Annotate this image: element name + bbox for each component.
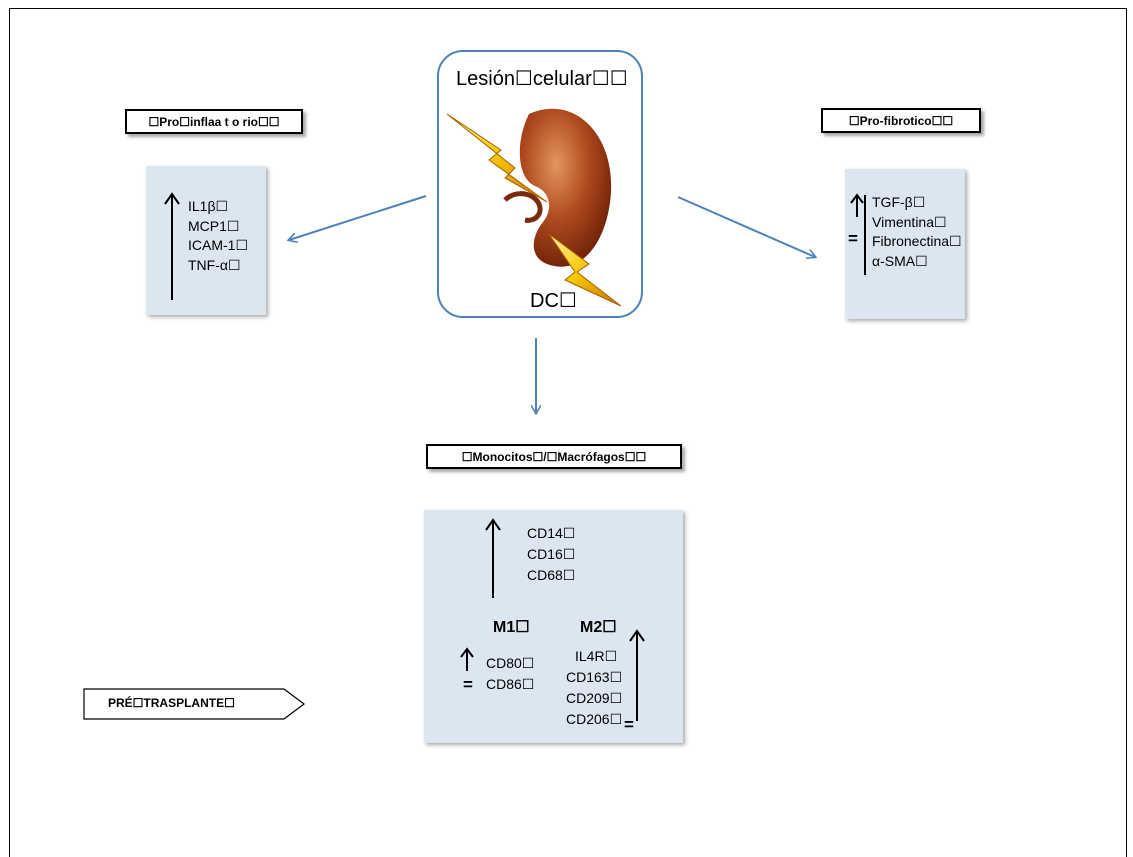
up-arrow-icon [629, 629, 645, 721]
profibrotic-label: ☐Pro-fibrotico☐☐ [821, 108, 981, 133]
marker-item: Fibronectina☐ [872, 233, 962, 249]
proinflammatory-markers: IL1β☐ MCP1☐ ICAM-1☐ TNF-α☐ [188, 197, 248, 275]
monocytes-panel: CD14☐ CD16☐ CD68☐ M1☐ = CD80☐ CD86☐ M2☐ … [424, 510, 683, 743]
equal-sign: = [624, 715, 634, 734]
marker-item: IL1β☐ [188, 198, 229, 214]
stage-label: PRÉ☐TRASPLANTE☐ [108, 696, 235, 710]
up-arrow-icon [460, 647, 474, 671]
figure-frame [9, 8, 1127, 857]
marker-item: CD86☐ [486, 676, 535, 692]
bracket-line [864, 195, 866, 275]
proinflammatory-label: ☐Pro☐inflaa t o rio☐☐ [125, 109, 303, 134]
arrow-to-profibrotic [677, 196, 815, 257]
profibrotic-markers: TGF-β☐ Vimentina☐ Fibronectina☐ α-SMA☐ [872, 193, 962, 271]
marker-item: CD68☐ [527, 567, 576, 583]
up-arrow-icon [485, 518, 501, 598]
marker-item: CD206☐ [566, 711, 623, 727]
cell-injury-title: Lesión☐celular☐☐ [456, 68, 628, 90]
marker-item: Vimentina☐ [872, 213, 947, 230]
m2-title: M2☐ [580, 619, 617, 636]
marker-item: MCP1☐ [188, 217, 240, 234]
profibrotic-panel: = TGF-β☐ Vimentina☐ Fibronectina☐ α-SMA☐ [845, 169, 965, 319]
marker-item: CD209☐ [566, 690, 623, 706]
marker-item: IL4R☐ [575, 648, 618, 664]
proinflammatory-panel: IL1β☐ MCP1☐ ICAM-1☐ TNF-α☐ [146, 166, 266, 315]
marker-item: CD14☐ [527, 525, 576, 541]
marker-item: CD16☐ [527, 546, 576, 562]
equal-sign: = [848, 229, 858, 248]
marker-item: α-SMA☐ [872, 252, 928, 269]
m1-title: M1☐ [493, 619, 530, 636]
cell-injury-box: Lesión☐celular☐☐ DC☐ [437, 50, 643, 318]
kidney-icon [446, 108, 622, 307]
up-arrow-icon [850, 193, 864, 217]
m2-markers: IL4R☐ CD163☐ CD209☐ CD206☐ [566, 646, 622, 730]
m1-markers: CD80☐ CD86☐ [486, 653, 534, 695]
monocyte-markers: CD14☐ CD16☐ CD68☐ [527, 523, 575, 586]
dc-label: DC☐ [530, 290, 577, 312]
marker-item: TGF-β☐ [872, 194, 926, 210]
marker-item: CD80☐ [486, 655, 535, 671]
equal-sign: = [463, 675, 473, 694]
monocytes-macrophages-label: ☐Monocitos☐/☐Macrófagos☐☐ [426, 444, 682, 469]
marker-item: TNF-α☐ [188, 256, 241, 273]
arrow-to-proinflammatory [289, 195, 427, 240]
up-arrow-icon [164, 192, 180, 300]
marker-item: CD163☐ [566, 669, 623, 685]
marker-item: ICAM-1☐ [188, 237, 248, 253]
